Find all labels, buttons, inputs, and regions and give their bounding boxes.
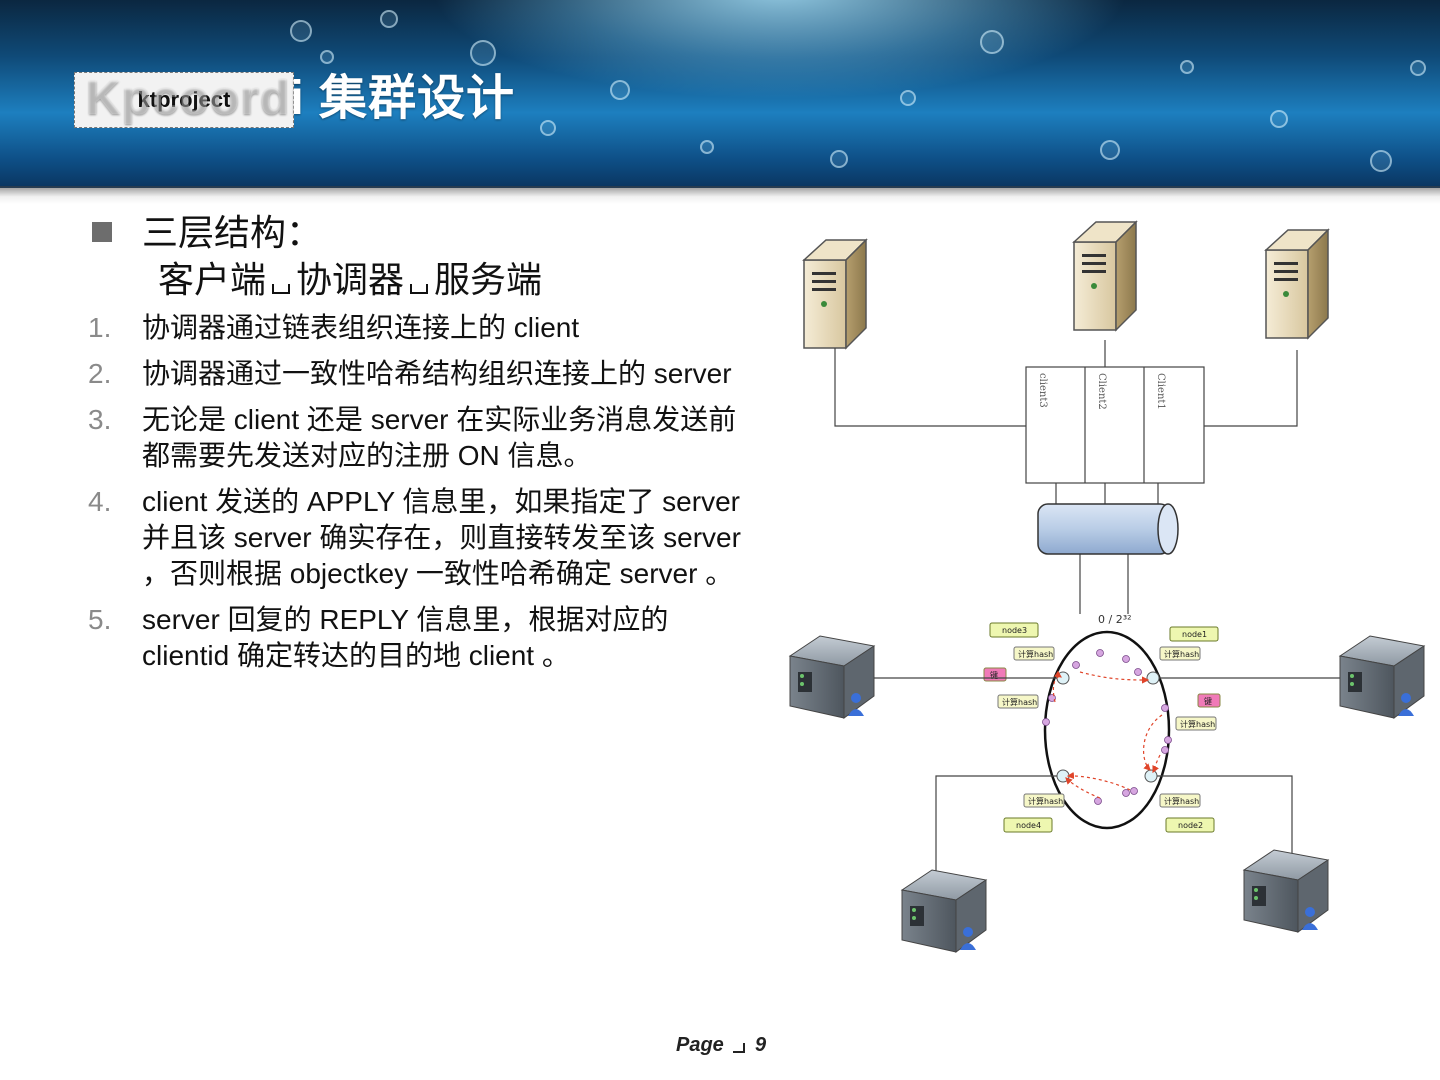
tier-line: 客户端协调器服务端: [86, 256, 756, 304]
server-connection-lines: [872, 678, 1342, 876]
desktop-server-icon: [804, 240, 866, 348]
arrow-connector-icon: [410, 284, 428, 294]
bubble-decoration: [1100, 140, 1120, 160]
desktop-server-icon: [1074, 222, 1136, 330]
node-label: node3: [1002, 626, 1027, 635]
bubble-decoration: [380, 10, 398, 28]
page-separator-icon: [733, 1043, 745, 1053]
desktop-server-icon: [1266, 230, 1328, 338]
list-number: 5.: [88, 602, 111, 638]
tier-client: 客户端: [158, 259, 266, 300]
list-text: client 发送的 APPLY 信息里，如果指定了 server 并且该 se…: [142, 486, 741, 589]
ring-label: 0 / 2³²: [1098, 613, 1132, 626]
node-box: node2: [1166, 818, 1214, 832]
bubble-decoration: [700, 140, 714, 154]
list-number: 4.: [88, 484, 111, 520]
bubble-decoration: [290, 20, 312, 42]
list-item: 5. server 回复的 REPLY 信息里，根据对应的 clientid 确定…: [86, 602, 756, 674]
node-box: node3: [990, 623, 1038, 637]
key-label: 键: [1204, 696, 1212, 706]
page-label: Page: [676, 1034, 724, 1056]
rack-server-user-icon: [1244, 850, 1328, 932]
structure-heading: 三层结构：: [86, 210, 756, 256]
hash-label: 计算hash: [1002, 697, 1037, 707]
page-number-footer: Page 9: [676, 1034, 766, 1057]
page-title: Kpcoordi 集群设计: [86, 58, 515, 128]
hash-box: 计算hash: [998, 695, 1038, 708]
list-text: 协调器通过链表组织连接上的 client: [142, 312, 579, 343]
pipe-cylinder-icon: [1038, 504, 1178, 554]
banner-light-glow: [430, 0, 1130, 100]
client-label: Client2: [1096, 373, 1107, 410]
node-label: node2: [1178, 821, 1203, 830]
client-list-table: client3 Client2 Client1: [1026, 367, 1204, 483]
bubble-decoration: [1180, 60, 1194, 74]
list-item: 1. 协调器通过链表组织连接上的 client: [86, 310, 756, 346]
bubble-decoration: [540, 120, 556, 136]
hash-box: 计算hash: [1176, 717, 1216, 730]
hash-label: 计算hash: [1164, 649, 1199, 659]
title-prefix: Kpcoord: [86, 72, 290, 125]
bubble-decoration: [1410, 60, 1426, 76]
banner-shadow: [0, 186, 1440, 204]
list-number: 3.: [88, 402, 111, 438]
tier-coordinator: 协调器: [296, 259, 404, 300]
rack-server-user-icon: [1340, 636, 1424, 718]
hash-box: 计算hash: [1160, 647, 1200, 660]
hash-box: 计算hash: [1160, 794, 1200, 807]
slide-content: 三层结构： 客户端协调器服务端 1. 协调器通过链表组织连接上的 client 2…: [86, 210, 756, 684]
list-text: server 回复的 REPLY 信息里，根据对应的 clientid 确定转达…: [142, 604, 668, 671]
key-box: 键: [1198, 694, 1220, 707]
list-text: 协调器通过一致性哈希结构组织连接上的 server: [142, 358, 732, 389]
hash-box: 计算hash: [1024, 794, 1064, 807]
bubble-decoration: [980, 30, 1004, 54]
tier-server: 服务端: [434, 259, 542, 300]
list-item: 2. 协调器通过一致性哈希结构组织连接上的 server: [86, 356, 756, 392]
hash-label: 计算hash: [1018, 649, 1053, 659]
client-label: Client1: [1155, 373, 1166, 410]
hash-label: 计算hash: [1180, 719, 1215, 729]
square-bullet-icon: [92, 222, 112, 242]
heading-text: 三层结构：: [142, 212, 322, 253]
key-box: 键: [984, 668, 1006, 681]
list-item: 3. 无论是 client 还是 server 在实际业务消息发送前都需要先发送对…: [86, 402, 756, 474]
page-number: 9: [755, 1034, 766, 1056]
bubble-decoration: [1370, 150, 1392, 172]
bubble-decoration: [900, 90, 916, 106]
bubble-decoration: [1270, 110, 1288, 128]
arrow-connector-icon: [272, 284, 290, 294]
title-main: i 集群设计: [290, 72, 515, 125]
hash-box: 计算hash: [1014, 647, 1054, 660]
node-box: node1: [1170, 627, 1218, 641]
hash-label: 计算hash: [1028, 796, 1063, 806]
client-label: client3: [1037, 373, 1048, 408]
bubble-decoration: [610, 80, 630, 100]
hash-label: 计算hash: [1164, 796, 1199, 806]
list-number: 2.: [88, 356, 111, 392]
architecture-diagram: client3 Client2 Client1 0 / 2³²: [780, 210, 1440, 970]
rack-server-user-icon: [902, 870, 986, 952]
node-label: node1: [1182, 630, 1207, 639]
numbered-list: 1. 协调器通过链表组织连接上的 client 2. 协调器通过一致性哈希结构组织连…: [86, 310, 756, 674]
list-text: 无论是 client 还是 server 在实际业务消息发送前都需要先发送对应的…: [142, 404, 736, 471]
node-label: node4: [1016, 821, 1041, 830]
rack-server-user-icon: [790, 636, 874, 718]
list-item: 4. client 发送的 APPLY 信息里，如果指定了 server 并且该 …: [86, 484, 756, 592]
bubble-decoration: [830, 150, 848, 168]
list-number: 1.: [88, 310, 111, 346]
node-box: node4: [1004, 818, 1052, 832]
